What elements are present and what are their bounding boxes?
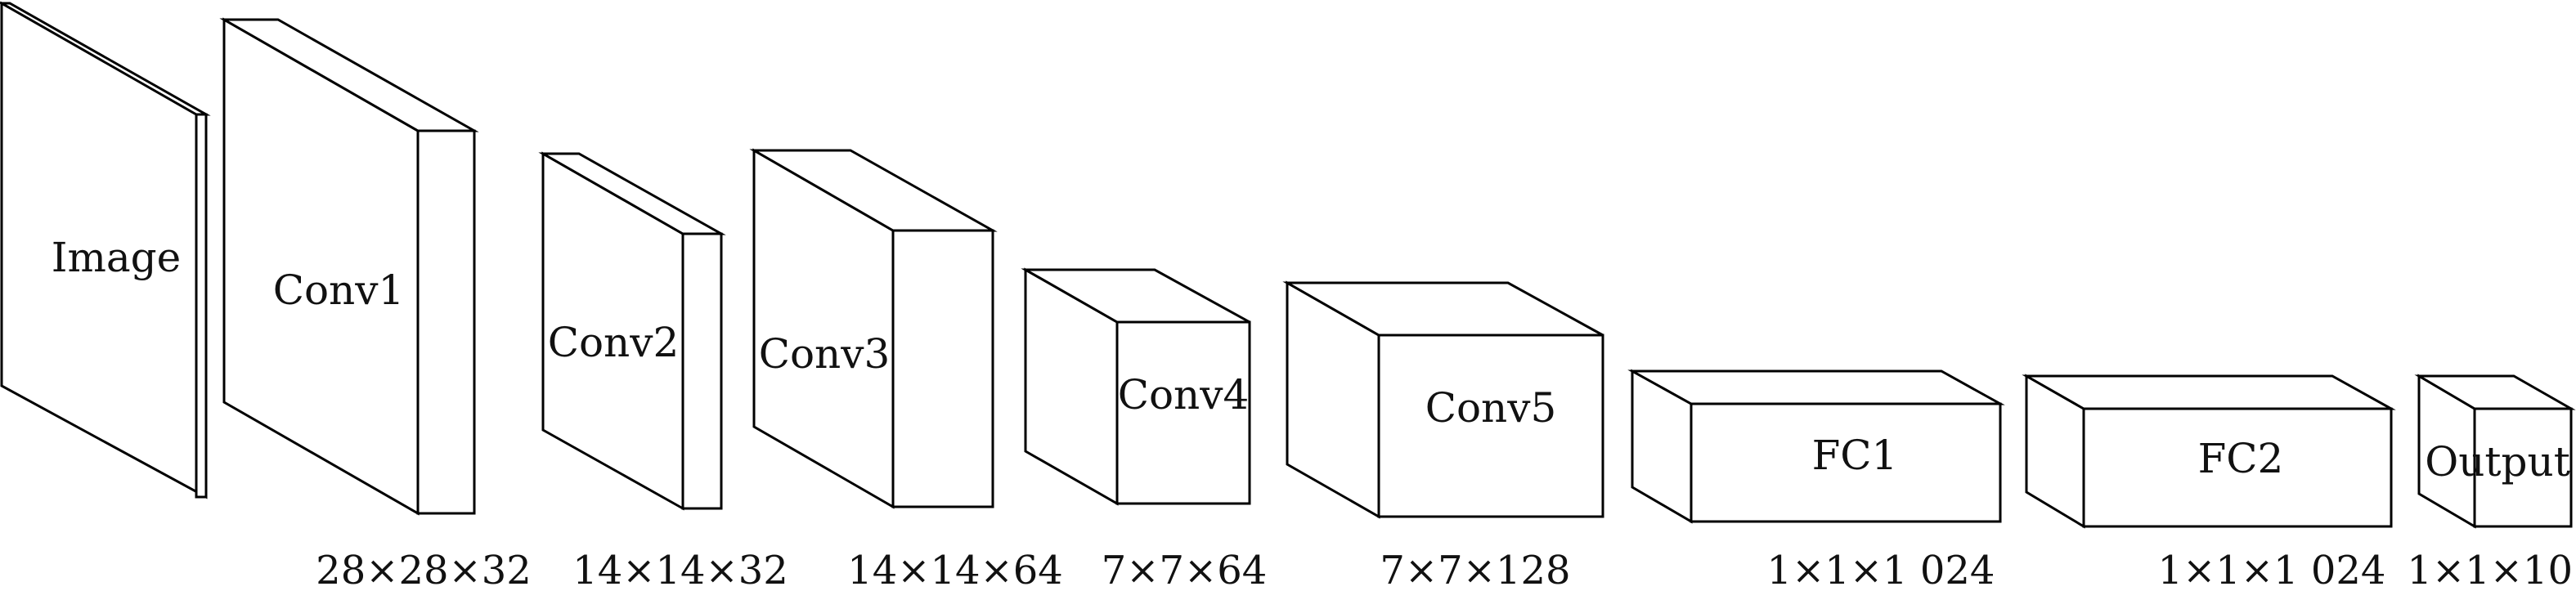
layer-conv1-label: Conv1	[273, 266, 405, 314]
layer-conv4-label: Conv4	[1118, 371, 1250, 419]
layer-conv2-front-face	[681, 232, 723, 510]
layer-fc2-dims: 1×1×1 024	[2158, 548, 2386, 593]
layer-output-dims: 1×1×10	[2407, 548, 2573, 593]
layer-conv2-label: Conv2	[548, 319, 680, 366]
layer-fc2-front-face	[2082, 407, 2393, 528]
layer-fc1-top-face	[1627, 369, 2005, 405]
layer-output-label: Output	[2425, 438, 2570, 486]
layer-output-front-face	[2473, 407, 2573, 528]
layer-conv5-dims: 7×7×128	[1380, 548, 1570, 593]
layer-fc2-top-face	[2022, 374, 2396, 410]
layer-conv1: Conv1	[219, 17, 479, 516]
layer-conv5-label: Conv5	[1425, 384, 1557, 432]
layer-conv1-dims: 28×28×32	[316, 548, 532, 593]
layer-conv4: Conv4	[1021, 267, 1251, 506]
layer-conv4-dims: 7×7×64	[1102, 548, 1268, 593]
layer-conv5: Conv5	[1282, 280, 1604, 519]
layer-fc1-label: FC1	[1812, 432, 1898, 479]
layer-fc2: FC2	[2022, 374, 2396, 529]
layer-image-label: Image	[52, 234, 182, 281]
layer-fc1: FC1	[1627, 369, 2005, 524]
layer-fc2-label: FC2	[2198, 435, 2284, 482]
layer-output: Output	[2414, 374, 2576, 529]
layer-fc1-dims: 1×1×1 024	[1767, 548, 1995, 593]
layer-conv3: Conv3	[749, 148, 998, 509]
layer-conv3-front-face	[891, 229, 994, 508]
layer-image-front-face	[195, 113, 208, 499]
layer-conv2: Conv2	[538, 151, 726, 511]
layer-conv3-dims: 14×14×64	[847, 548, 1063, 593]
layer-conv3-label: Conv3	[759, 330, 891, 378]
layer-conv2-dims: 14×14×32	[572, 548, 788, 593]
layer-conv5-front-face	[1377, 334, 1604, 518]
layer-conv1-front-face	[416, 129, 476, 515]
layer-image: Image	[0, 1, 211, 499]
layer-fc1-front-face	[1690, 402, 2002, 523]
layer-conv4-front-face	[1115, 320, 1251, 505]
